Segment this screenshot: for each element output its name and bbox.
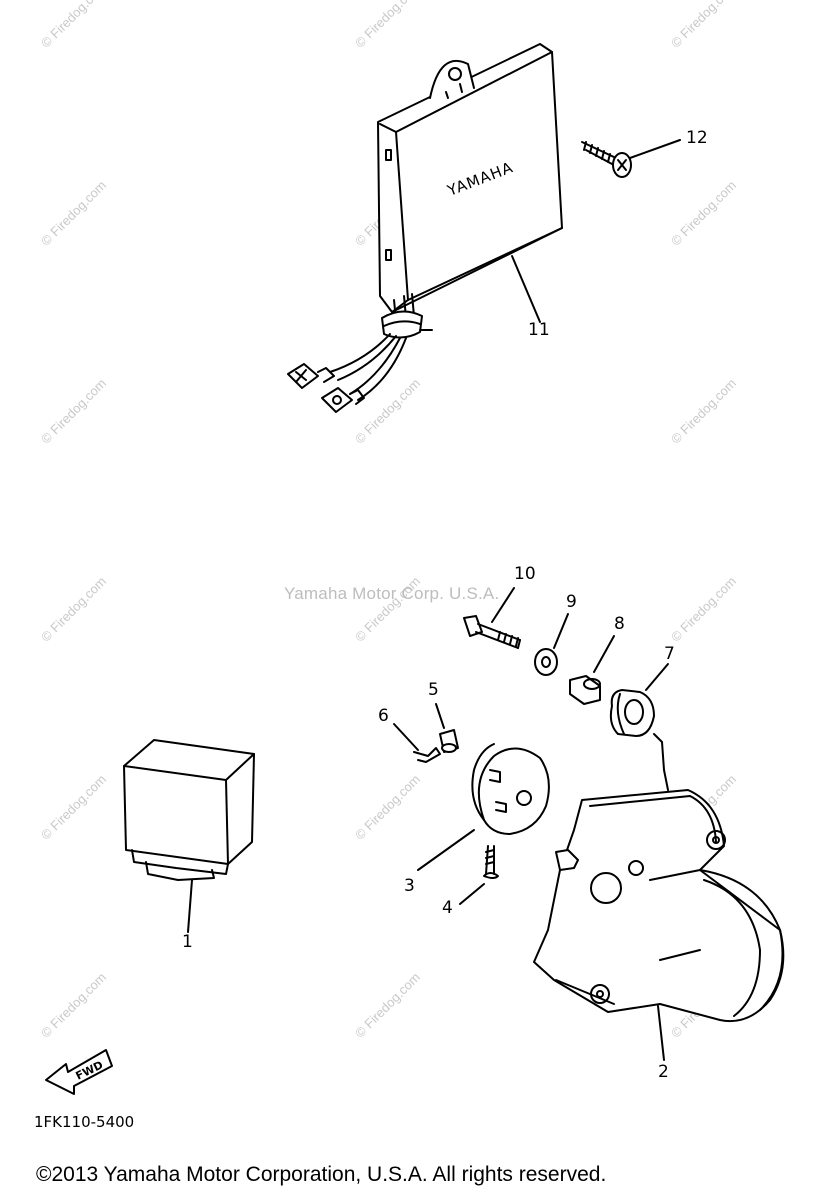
callout-6: 6	[378, 706, 389, 726]
diagram-code: 1FK110-5400	[34, 1113, 135, 1131]
callout-2: 2	[658, 1062, 669, 1082]
callout-4: 4	[442, 898, 453, 918]
control-unit-part-11: YAMAHA	[287, 43, 563, 413]
callout-8: 8	[614, 614, 625, 634]
copyright-notice: ©2013 Yamaha Motor Corporation, U.S.A. A…	[36, 1163, 607, 1186]
callout-3: 3	[404, 876, 415, 896]
housing-part-2	[533, 789, 785, 1061]
bolt-part-10	[463, 587, 521, 649]
fwd-direction-arrow: FWD	[45, 1049, 113, 1095]
pin-part-5	[435, 703, 459, 753]
relay-part-1	[123, 739, 255, 933]
callout-9: 9	[566, 592, 577, 612]
grommet-part-7	[609, 663, 669, 791]
callout-10: 10	[514, 564, 536, 584]
callout-11: 11	[528, 320, 550, 340]
collar-part-8	[569, 635, 615, 705]
screw-part-12	[581, 139, 681, 178]
corp-watermark: Yamaha Motor Corp. U.S.A.	[284, 584, 500, 603]
washer-part-9	[534, 613, 569, 676]
callout-1: 1	[182, 932, 193, 952]
clip-part-6	[393, 723, 441, 763]
callout-7: 7	[664, 644, 675, 664]
callout-5: 5	[428, 680, 439, 700]
screw-part-4	[459, 845, 499, 905]
cam-part-3	[417, 743, 550, 871]
callout-12: 12	[686, 128, 708, 148]
